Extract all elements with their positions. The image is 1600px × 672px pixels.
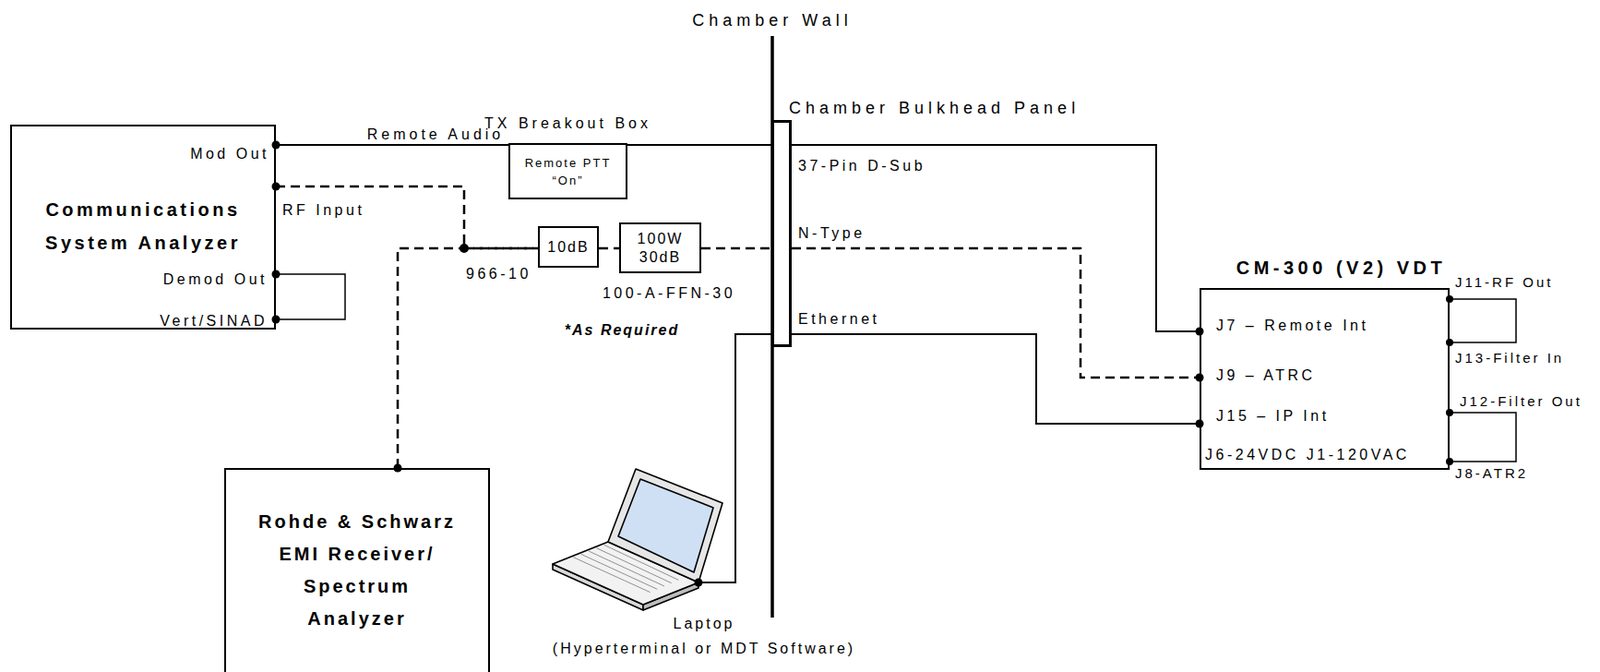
port-dot <box>394 464 403 473</box>
port-dot <box>272 182 281 192</box>
signal-label: Ethernet <box>798 310 880 328</box>
ethernet-lead <box>698 581 727 584</box>
port-dot <box>272 270 281 279</box>
port-dot <box>1195 419 1205 429</box>
laptop-lid <box>608 468 723 583</box>
keyboard-row <box>588 550 665 586</box>
receiver-box: Rohde & Schwarz EMI Receiver/ Spectrum A… <box>224 467 490 672</box>
signal-label: *As Required <box>564 321 680 339</box>
junction-dot <box>459 243 469 253</box>
laptop-drawing <box>550 464 727 612</box>
node-title: Laptop <box>673 615 736 633</box>
signal-label: 100-A-FFN-30 <box>602 284 736 302</box>
keyboard-row <box>573 557 650 593</box>
node-caption: Remote PTT “On” <box>513 154 623 190</box>
signal-label: RF Input <box>282 201 365 219</box>
port-dot <box>1195 373 1205 383</box>
signal-label: J11-RF Out <box>1455 273 1553 291</box>
signal-label: Demod Out <box>163 270 268 288</box>
edge-label: Remote Audio <box>367 125 505 144</box>
signal-cable <box>627 143 772 146</box>
laptop-icon: Laptop(Hyperterminal or MDT Software) <box>550 464 727 612</box>
node-title: TX Breakout Box <box>484 115 652 132</box>
signal-label: Vert/SINAD <box>159 311 268 330</box>
loopback-wire <box>1449 298 1517 343</box>
rf-cable <box>791 248 1200 378</box>
keyboard-row <box>581 553 658 589</box>
signal-label: J9 – ATRC <box>1216 366 1316 384</box>
signal-cable <box>275 143 509 146</box>
signal-label: J12-Filter Out <box>1459 392 1583 410</box>
signal-label: J6-24VDC J1-120VAC <box>1205 445 1410 464</box>
node-title: Communications System Analyzer <box>32 192 254 260</box>
port-dot <box>1445 295 1454 303</box>
port-dot <box>1445 338 1454 347</box>
port-dot <box>694 578 704 587</box>
port-dot <box>1445 408 1454 417</box>
signal-cable <box>791 334 1200 424</box>
node-caption: (Hyperterminal or MDT Software) <box>552 640 856 657</box>
signal-label: J13-Filter In <box>1455 348 1565 367</box>
attenuator-box: 100W 30dB <box>619 222 702 274</box>
signal-label: J7 – Remote Int <box>1216 316 1369 335</box>
signal-label: N-Type <box>798 224 866 242</box>
attenuator-box: 10dB <box>537 226 599 268</box>
rf-cable <box>598 247 620 251</box>
signal-label: Chamber Wall <box>692 11 852 30</box>
breakout-box: TX Breakout BoxRemote PTT “On” <box>508 143 628 200</box>
rf-cable <box>275 186 538 249</box>
signal-label: Mod Out <box>190 144 270 163</box>
loopback-wire <box>275 274 346 320</box>
node-title: CM-300 (V2) VDT <box>1236 257 1447 279</box>
keyboard-row <box>604 544 680 580</box>
port-dot <box>1445 457 1454 466</box>
node-title: 10dB <box>547 238 589 256</box>
node-title: 100W 30dB <box>628 229 693 267</box>
loopback-wire <box>1449 412 1517 462</box>
keyboard-row <box>596 548 671 584</box>
signal-cable <box>791 144 1200 332</box>
rf-cable <box>701 247 772 251</box>
signal-label: J8-ATR2 <box>1455 464 1529 482</box>
signal-cable <box>726 334 772 583</box>
node-title: Rohde & Schwarz EMI Receiver/ Spectrum A… <box>253 505 461 635</box>
port-dot <box>1195 327 1205 336</box>
port-dot <box>272 141 281 150</box>
port-dot <box>272 315 281 324</box>
rf-cable <box>397 248 538 468</box>
signal-label: 37-Pin D-Sub <box>798 156 926 175</box>
signal-label: 966-10 <box>465 264 532 283</box>
bulkhead-panel: Chamber Bulkhead Panel <box>771 119 792 347</box>
signal-label: J15 – IP Int <box>1216 406 1330 425</box>
node-title: Chamber Bulkhead Panel <box>788 98 1080 119</box>
